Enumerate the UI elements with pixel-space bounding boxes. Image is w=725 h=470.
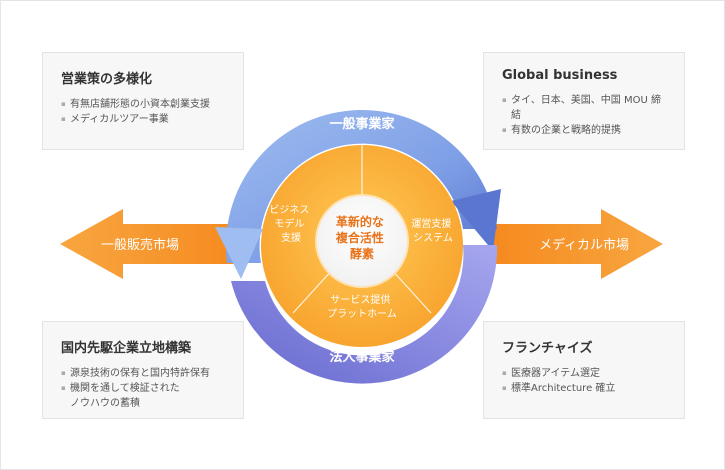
wheel-dividers bbox=[292, 145, 432, 314]
segment-bottom-label: サービス提供 プラットホーム bbox=[327, 293, 397, 320]
arrow-left-label: 一般販売市場 bbox=[101, 237, 179, 253]
list-item: 標準Architecture 確立 bbox=[502, 381, 670, 396]
list-item: 医療器アイテム選定 bbox=[502, 366, 670, 381]
ring-bottom-label: 法人事業家 bbox=[329, 349, 395, 365]
card-domestic-pioneer: 国内先駆企業立地構築 源泉技術の保有と国内特許保有 機関を通して検証された ノウ… bbox=[42, 321, 244, 419]
card-business-diversification: 営業策の多様化 有無店舗形態の小資本創業支援 メディカルツアー事業 bbox=[42, 52, 244, 150]
card-global-business: Global business タイ、日本、美国、中国 MOU 締結 有数の企業… bbox=[483, 52, 685, 150]
arrow-right bbox=[491, 209, 663, 279]
card-list: 医療器アイテム選定 標準Architecture 確立 bbox=[502, 366, 670, 396]
list-item: メディカルツアー事業 bbox=[61, 112, 229, 127]
card-list: 源泉技術の保有と国内特許保有 機関を通して検証された ノウハウの蓄積 bbox=[61, 366, 229, 411]
ring-top-label: 一般事業家 bbox=[329, 116, 395, 132]
list-item: 有無店舗形態の小資本創業支援 bbox=[61, 97, 229, 112]
card-title: 営業策の多様化 bbox=[61, 72, 153, 87]
card-list: タイ、日本、美国、中国 MOU 締結 有数の企業と戦略的提携 bbox=[502, 93, 670, 138]
card-list: 有無店舗形態の小資本創業支援 メディカルツアー事業 bbox=[61, 97, 229, 127]
center-label: 革新的な 複合活性 酵素 bbox=[335, 214, 388, 261]
segment-right-label: 運営支援 システム bbox=[411, 217, 454, 244]
arrow-left bbox=[60, 209, 241, 279]
list-item: 機関を通して検証された ノウハウの蓄積 bbox=[61, 381, 229, 411]
ring-bottom-segment bbox=[215, 227, 498, 384]
list-item: 源泉技術の保有と国内特許保有 bbox=[61, 366, 229, 381]
list-item: 有数の企業と戦略的提携 bbox=[502, 123, 670, 138]
card-franchise: フランチャイズ 医療器アイテム選定 標準Architecture 確立 bbox=[483, 321, 685, 419]
list-item: タイ、日本、美国、中国 MOU 締結 bbox=[502, 93, 670, 123]
card-title: 国内先駆企業立地構築 bbox=[61, 341, 192, 356]
ring-top-segment bbox=[225, 109, 501, 263]
arrow-right-label: メディカル市場 bbox=[539, 237, 629, 253]
center-circle bbox=[315, 194, 409, 288]
card-title: フランチャイズ bbox=[502, 341, 593, 356]
segment-left-label: ビジネス モデル 支援 bbox=[269, 204, 312, 244]
card-title: Global business bbox=[502, 68, 618, 83]
